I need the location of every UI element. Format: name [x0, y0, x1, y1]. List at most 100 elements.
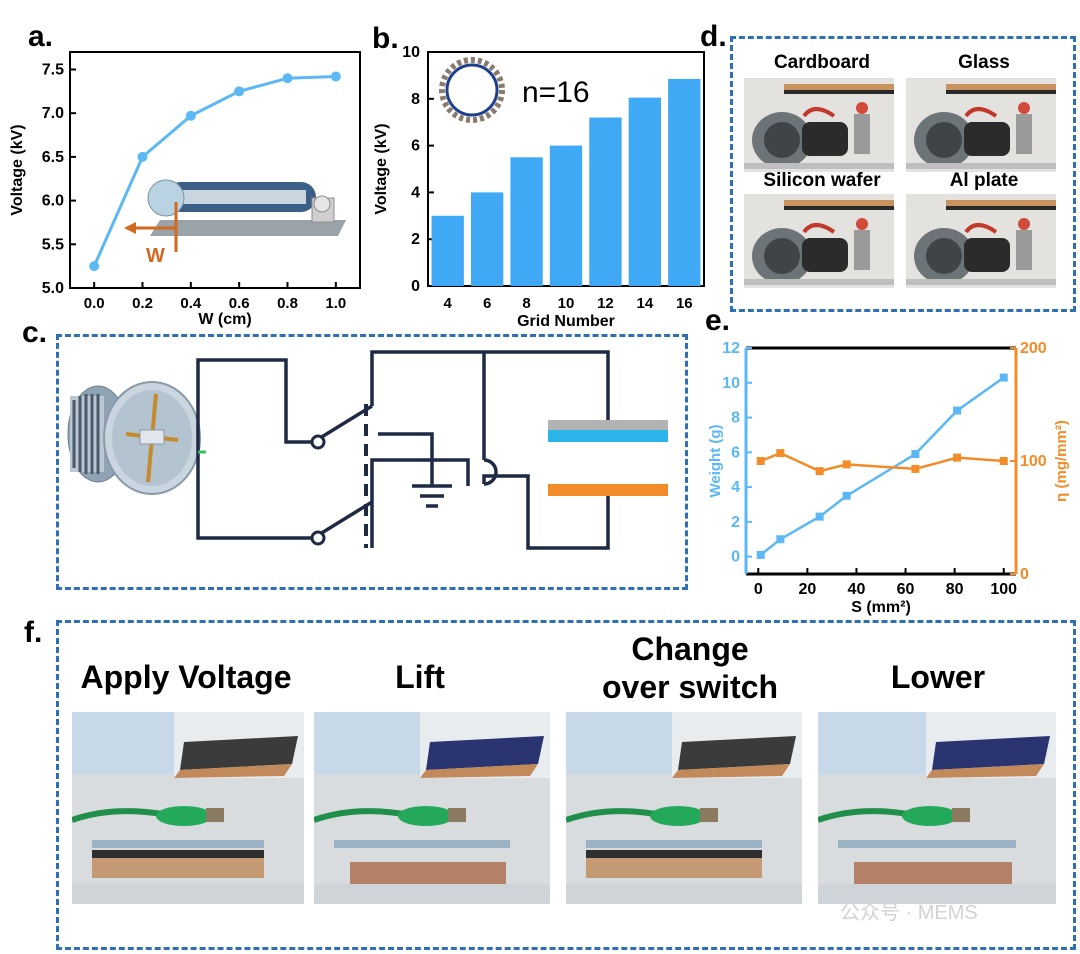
- y-tick-label: 2: [411, 231, 420, 248]
- y-tick-label: 10: [402, 44, 420, 61]
- y-axis-label: Voltage (kV): [9, 124, 26, 215]
- x-tick-label: 10: [558, 295, 575, 312]
- data-point-0: [842, 491, 851, 500]
- x-tick-label: 40: [848, 581, 866, 598]
- y-tick-label: 5.0: [42, 280, 64, 297]
- x-tick-label: 100: [990, 581, 1017, 598]
- x-axis-label: Grid Number: [517, 313, 615, 330]
- y-tick-label-left: 8: [731, 410, 740, 427]
- inset-wheel-right: [313, 195, 331, 213]
- circuit-diagram: [67, 350, 668, 550]
- x-tick-label: 14: [637, 295, 654, 312]
- y-axis-label-right: η (mg/mm²): [1053, 420, 1070, 502]
- photo-d-device: [744, 194, 894, 288]
- bar: [628, 97, 662, 286]
- data-point-1: [776, 449, 785, 458]
- electrode-bottom-orange: [548, 484, 668, 496]
- inset-w-label: W: [146, 245, 165, 267]
- device-photo-drawing: [906, 78, 1056, 172]
- device-photo-drawing: [906, 194, 1056, 288]
- panel-a-letter: a.: [28, 20, 54, 53]
- panel-d-frame: [730, 36, 1076, 312]
- ring-inner: [445, 63, 499, 117]
- data-point-0: [999, 373, 1008, 382]
- y-tick-label-left: 6: [731, 444, 740, 461]
- step-photo-drawing: [314, 712, 550, 904]
- annotation-n: n=16: [522, 76, 590, 109]
- y-axis-label: Voltage (kV): [373, 123, 390, 214]
- y-tick-label-left: 4: [731, 479, 740, 496]
- grid-ring-inset: [439, 57, 505, 123]
- y-tick-label-left: 10: [722, 375, 740, 392]
- ring-outer: [439, 57, 505, 123]
- bar: [470, 192, 504, 286]
- y-tick-label-left: 2: [731, 514, 740, 531]
- plot-frame: [69, 51, 361, 289]
- series-line-1: [760, 451, 1004, 473]
- x-axis-label: S (mm²): [851, 599, 911, 616]
- y-tick-label: 6: [411, 138, 420, 155]
- x-tick-label: 80: [946, 581, 964, 598]
- data-point: [89, 261, 100, 272]
- photo-d-label: Silicon wafer: [763, 170, 881, 191]
- device-photo-drawing: [744, 78, 894, 172]
- step-title: Lift: [395, 659, 445, 695]
- watermark: 公众号 · MEMS: [840, 902, 978, 924]
- panel-d-letter: d.: [700, 20, 727, 53]
- x-tick-label: 0: [754, 581, 763, 598]
- inset-base: [150, 220, 346, 236]
- y-tick-label: 7.0: [42, 105, 64, 122]
- data-point: [234, 86, 245, 97]
- y-tick-label: 0: [411, 278, 420, 295]
- data-point-0: [815, 512, 824, 521]
- x-tick-label: 1.0: [325, 295, 346, 312]
- data-point-1: [842, 460, 851, 469]
- step-photo-drawing: [818, 712, 1056, 904]
- device-photo-drawing: [744, 194, 894, 288]
- y-tick-label: 4: [411, 184, 420, 201]
- x-tick-label: 16: [676, 295, 693, 312]
- electrode-top-gray: [548, 420, 668, 430]
- step-photo-drawing: [72, 712, 304, 904]
- x-tick-label: 6: [483, 295, 491, 312]
- photo-d-device: [744, 78, 894, 172]
- step-photo: [566, 712, 802, 904]
- data-point-0: [953, 406, 962, 415]
- inset-roller-left: [147, 179, 185, 217]
- switch-terminal-top: [310, 434, 326, 450]
- step-title: Lower: [890, 659, 986, 695]
- x-tick-label: 0.6: [229, 295, 250, 312]
- electrode-top-blue: [548, 430, 668, 442]
- x-tick-label: 12: [597, 295, 614, 312]
- data-point-0: [911, 450, 920, 459]
- bar: [510, 157, 543, 286]
- y-tick-label: 8: [411, 91, 420, 108]
- y-tick-label-left: 12: [722, 340, 740, 357]
- step-photo: [72, 712, 304, 904]
- photo-d-device: [906, 78, 1056, 172]
- data-point-0: [776, 535, 785, 544]
- step-title: Change over switch: [601, 631, 779, 705]
- y-tick-label: 7.5: [42, 61, 64, 78]
- x-tick-label: 0.8: [277, 295, 298, 312]
- y-tick-label: 6.5: [42, 149, 64, 166]
- x-tick-label: 0.2: [132, 295, 153, 312]
- data-point-0: [756, 550, 765, 559]
- y-tick-label-left: 0: [731, 549, 740, 566]
- series-line: [92, 74, 336, 267]
- data-point: [185, 110, 196, 121]
- data-point: [282, 73, 293, 84]
- x-axis-label: W (cm): [198, 311, 251, 328]
- photo-d-device: [906, 194, 1056, 288]
- panel-e-letter: e.: [705, 304, 731, 337]
- inset-belt-inner: [176, 190, 306, 204]
- x-tick-label: 4: [444, 295, 453, 312]
- switch-terminal-bottom: [310, 530, 326, 546]
- y-tick-label-right: 100: [1020, 453, 1047, 470]
- panel-f-frame: [56, 620, 1076, 950]
- panel-c-letter: c.: [22, 316, 48, 349]
- panel-b-letter: b.: [372, 22, 399, 55]
